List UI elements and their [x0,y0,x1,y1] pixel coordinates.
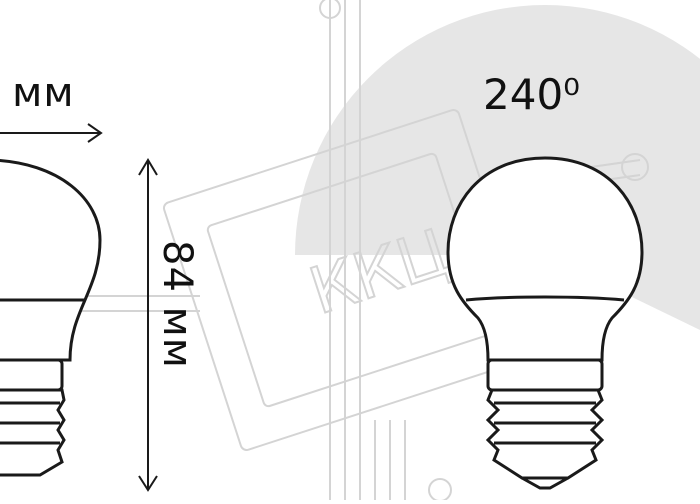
width-dimension-arrow [0,123,103,143]
right-bulb-icon [446,156,644,490]
height-dimension-label: 84 мм [154,240,200,369]
width-dimension-label: 5 мм [0,70,75,116]
dimension-arrow-icon [138,158,158,492]
left-bulb-icon [0,159,102,477]
beam-angle-label: 240⁰ [483,70,581,119]
